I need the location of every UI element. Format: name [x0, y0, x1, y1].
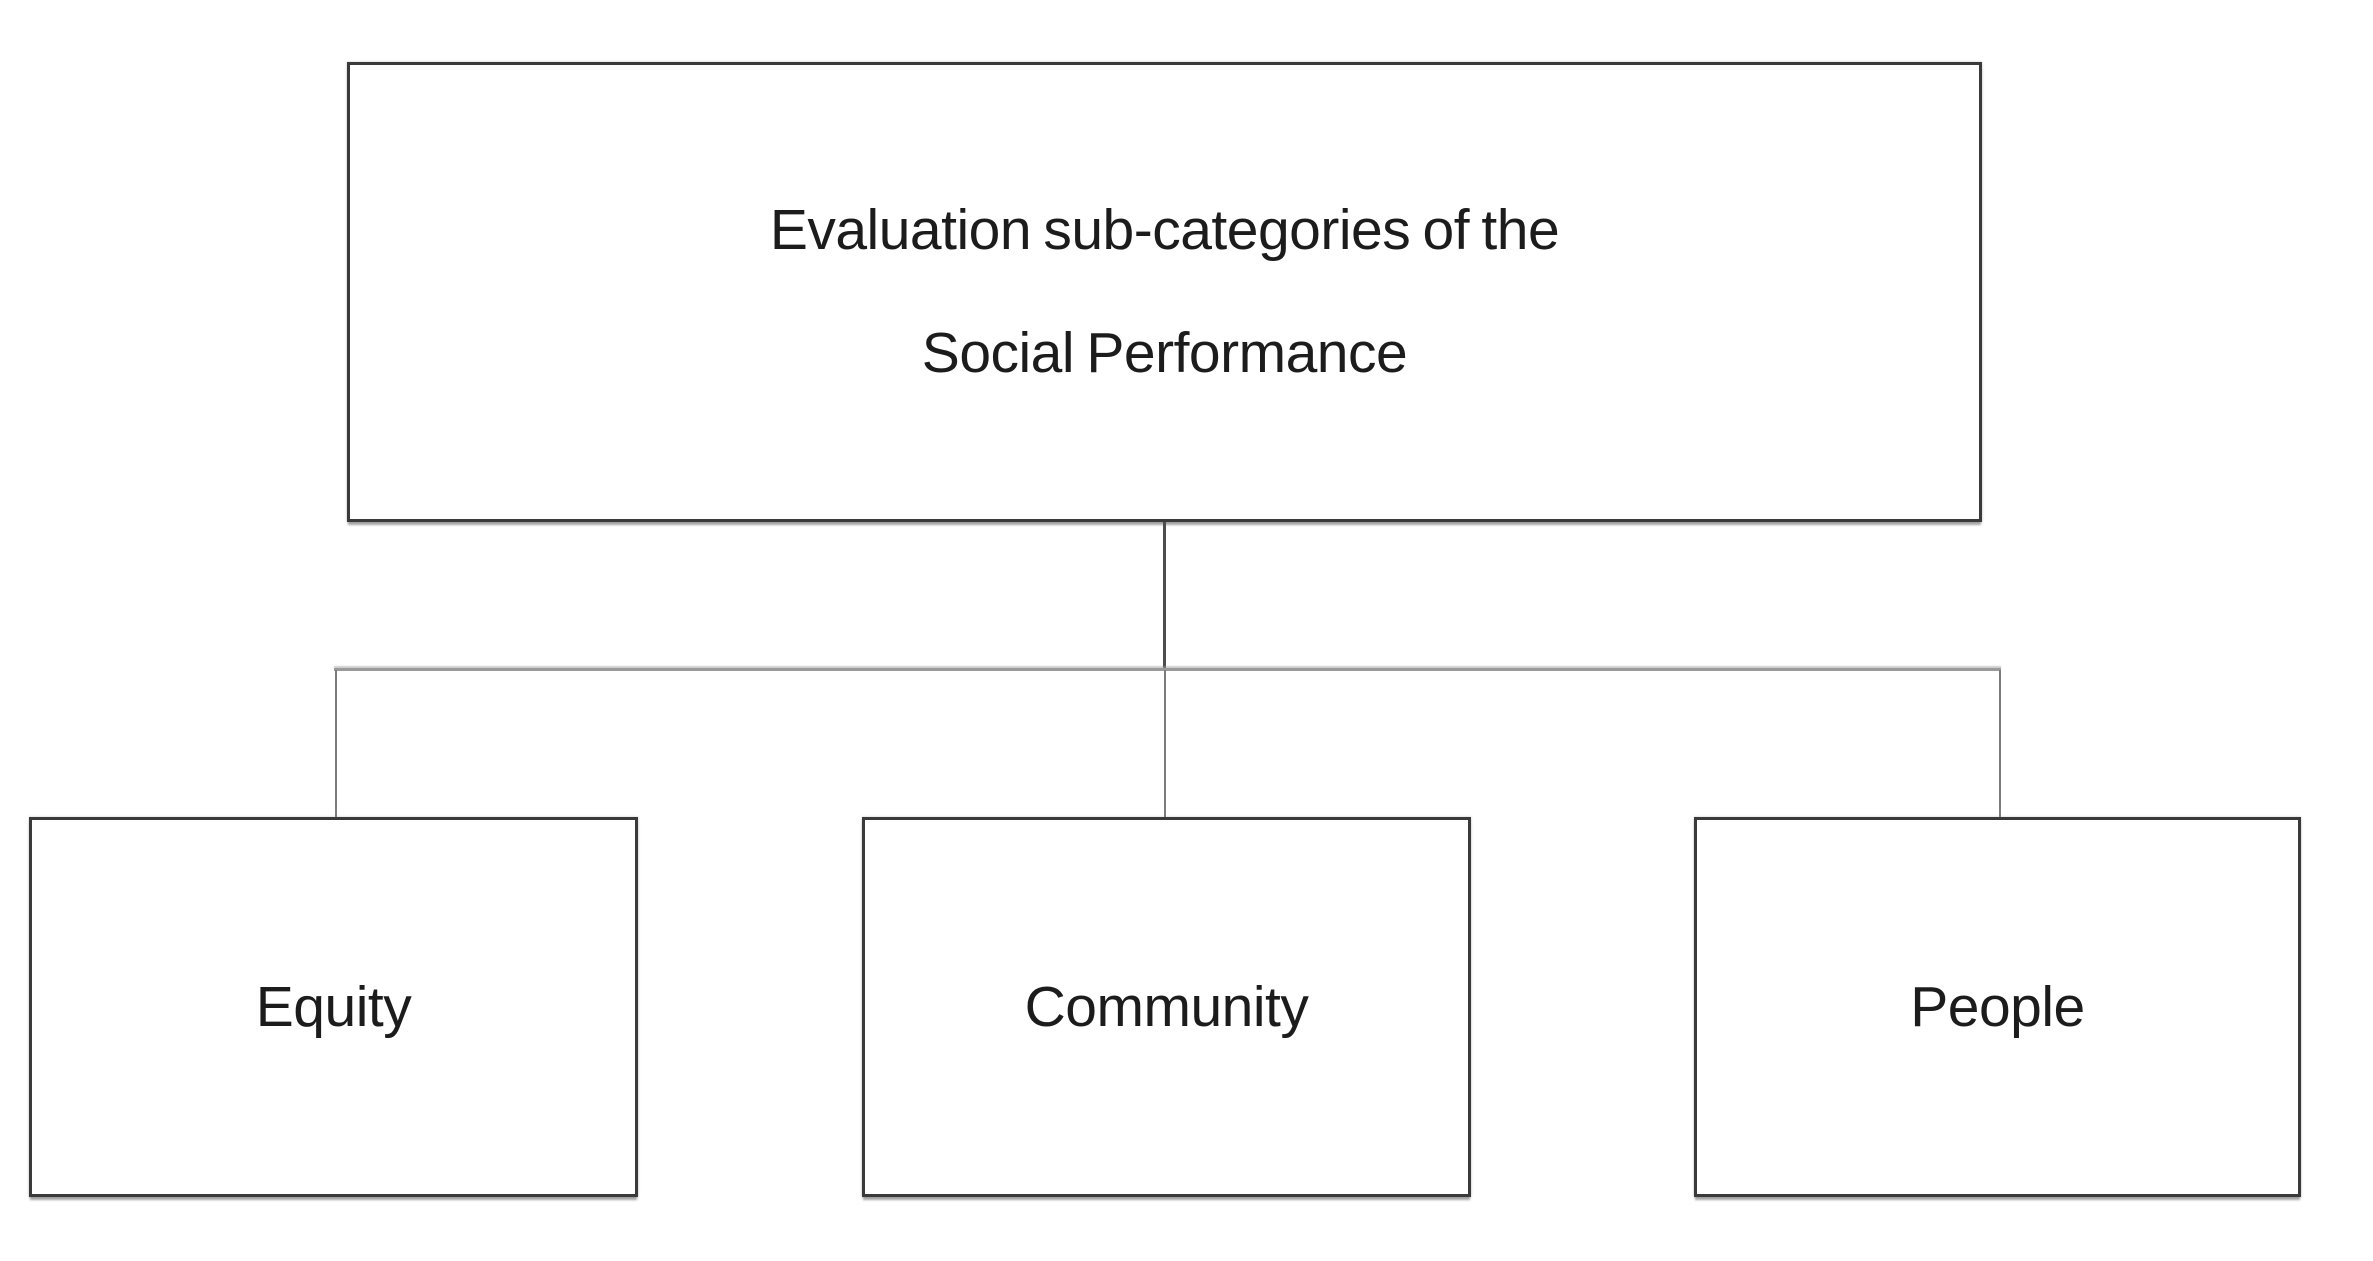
root-box-social-performance: Evaluation sub-categories of the Social … [347, 62, 1982, 522]
child-box-equity-label: Equity [255, 975, 412, 1039]
root-box-label: Evaluation sub-categories of the Social … [769, 169, 1560, 415]
child-box-people: People [1694, 817, 2301, 1197]
root-box-label-line2: Social Performance [921, 321, 1408, 385]
connector-stem [1163, 522, 1166, 670]
child-box-people-label: People [1910, 975, 2085, 1039]
connector-drop-community [1164, 670, 1166, 818]
connector-drop-people [1999, 670, 2001, 818]
root-box-label-line1: Evaluation sub-categories of the [769, 198, 1560, 262]
child-box-community-label: Community [1024, 975, 1309, 1039]
connector-rail [334, 668, 2001, 671]
child-box-community: Community [862, 817, 1471, 1197]
child-box-equity: Equity [29, 817, 638, 1197]
connector-drop-equity [335, 670, 337, 818]
